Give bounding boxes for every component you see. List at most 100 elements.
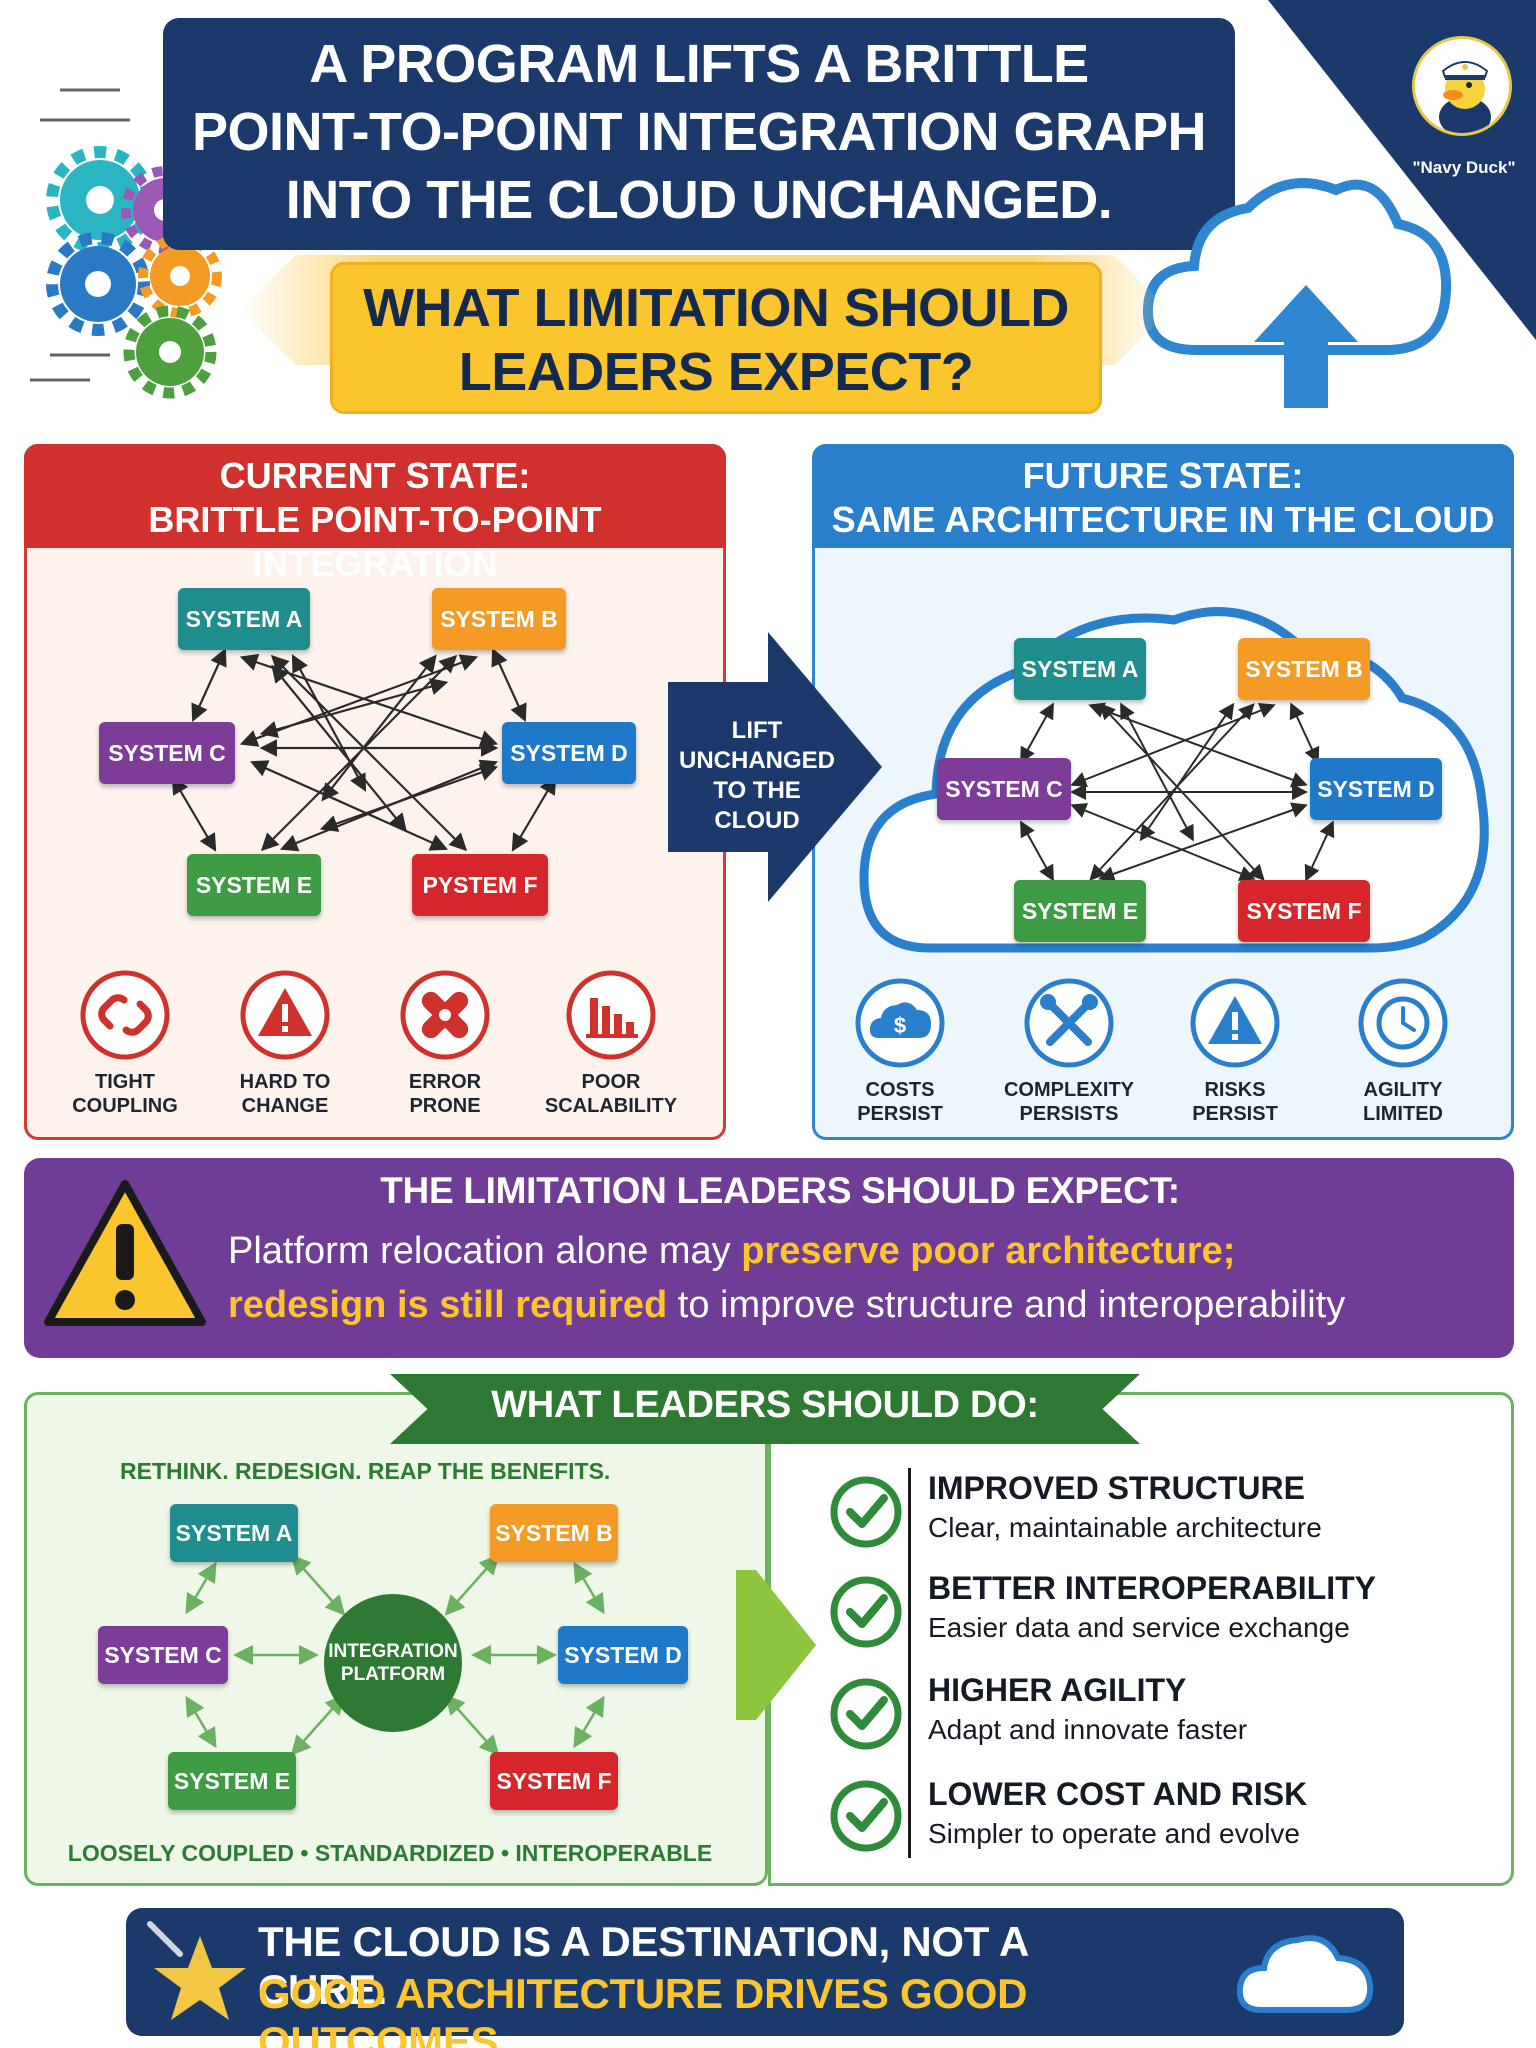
- title-line: FUTURE STATE:: [1022, 455, 1304, 496]
- title-line: BRITTLE POINT-TO-POINT INTEGRATION: [148, 499, 602, 584]
- label-line: POOR: [581, 1071, 641, 1093]
- check-circle-icon: [830, 1678, 902, 1750]
- future-system-a: SYSTEM A: [1014, 638, 1146, 700]
- question-line: LEADERS EXPECT?: [458, 342, 974, 402]
- label-line: PERSISTS: [1019, 1103, 1119, 1125]
- bar-chart-icon: [566, 970, 656, 1060]
- title-box: [163, 18, 1235, 250]
- benefit-description: Adapt and innovate faster: [928, 1714, 1248, 1745]
- label-line: TO THE CLOUD: [713, 777, 801, 834]
- statement-highlight: redesign is still required: [228, 1284, 668, 1326]
- benefit-title: IMPROVED STRUCTURE: [928, 1470, 1305, 1506]
- redesign-system-a: SYSTEM A: [170, 1504, 298, 1562]
- statement-text: Platform relocation alone may: [228, 1230, 742, 1272]
- benefit-title: HIGHER AGILITY: [928, 1672, 1187, 1708]
- issue-label: POOR SCALABILITY: [536, 1070, 686, 1118]
- title-line: A PROGRAM LIFTS A BRITTLE: [309, 34, 1089, 94]
- current-system-e: SYSTEM E: [187, 854, 321, 916]
- label-line: COSTS: [865, 1079, 935, 1101]
- lift-label: LIFT UNCHANGED TO THE CLOUD: [668, 716, 846, 836]
- current-system-b: SYSTEM B: [432, 588, 566, 650]
- current-state-title: CURRENT STATE: BRITTLE POINT-TO-POINT IN…: [24, 454, 726, 586]
- current-state-header: [24, 444, 726, 548]
- benefit-description: Simpler to operate and evolve: [928, 1818, 1300, 1849]
- statement-highlight: preserve poor architecture;: [741, 1230, 1236, 1272]
- outcome-label: COSTS PERSIST: [825, 1078, 975, 1126]
- duck-icon: [1439, 61, 1491, 133]
- label-line: RISKS: [1204, 1079, 1266, 1101]
- label-line: TIGHT: [95, 1071, 155, 1093]
- statement-text: to improve structure and interoperabilit…: [667, 1284, 1346, 1326]
- lift-arrow-icon: [668, 632, 882, 902]
- label-line: PERSIST: [857, 1103, 943, 1125]
- check-circle-icon: [830, 1476, 902, 1548]
- outcome-label: RISKS PERSIST: [1160, 1078, 1310, 1126]
- benefit-description: Clear, maintainable architecture: [928, 1512, 1322, 1543]
- future-cloud-diagram: [859, 607, 1489, 953]
- title-line: INTO THE CLOUD UNCHANGED.: [285, 170, 1113, 230]
- bandage-icon: [400, 970, 490, 1060]
- page-title: A PROGRAM LIFTS A BRITTLE POINT-TO-POINT…: [163, 30, 1235, 234]
- issue-label: ERROR PRONE: [370, 1070, 520, 1118]
- redesign-system-e: SYSTEM E: [168, 1752, 296, 1810]
- cloud-upload-icon: [1142, 178, 1452, 408]
- footer-banner: [126, 1908, 1404, 2036]
- title-line: POINT-TO-POINT INTEGRATION GRAPH: [191, 102, 1207, 162]
- benefit-title: BETTER INTEROPERABILITY: [928, 1570, 1377, 1606]
- limitation-statement: Platform relocation alone may preserve p…: [228, 1224, 1508, 1332]
- question-box: [330, 262, 1102, 414]
- future-system-e: SYSTEM E: [1014, 880, 1146, 942]
- redesign-system-d: SYSTEM D: [558, 1626, 688, 1684]
- warning-icon: [240, 970, 330, 1060]
- broken-link-icon: [80, 970, 170, 1060]
- limitation-box: [24, 1158, 1514, 1358]
- current-system-d: SYSTEM D: [502, 722, 636, 784]
- question-heading: WHAT LIMITATION SHOULD LEADERS EXPECT?: [330, 276, 1102, 404]
- redesign-system-b: SYSTEM B: [490, 1504, 618, 1562]
- issue-label: TIGHT COUPLING: [50, 1070, 200, 1118]
- redesign-system-f: SYSTEM F: [490, 1752, 618, 1810]
- label-line: AGILITY: [1363, 1079, 1443, 1101]
- warning-icon: [44, 1180, 206, 1326]
- mascot-avatar: [1412, 36, 1512, 136]
- benefit-title: LOWER COST AND RISK: [928, 1776, 1308, 1812]
- title-line: CURRENT STATE:: [219, 455, 531, 496]
- current-system-a: SYSTEM A: [178, 588, 310, 650]
- warning-icon: [1190, 978, 1280, 1068]
- label-line: UNCHANGED: [679, 747, 835, 774]
- future-system-f: SYSTEM F: [1238, 880, 1370, 942]
- title-line: SAME ARCHITECTURE IN THE CLOUD: [831, 499, 1495, 540]
- gear-icon: [123, 305, 217, 399]
- hub-connections: [185, 1554, 605, 1756]
- label-line: COMPLEXITY: [1003, 1079, 1134, 1101]
- hub-line: PLATFORM: [340, 1664, 446, 1685]
- label-line: LIMITED: [1363, 1103, 1443, 1125]
- svg-text:$: $: [894, 1013, 906, 1038]
- label-line: LIFT: [731, 717, 783, 744]
- footer-line: THE CLOUD IS A DESTINATION, NOT A CURE.: [258, 1918, 1028, 2013]
- mascot-label: "Navy Duck": [1412, 158, 1516, 177]
- future-system-c: SYSTEM C: [937, 758, 1071, 820]
- label-line: HARD TO: [239, 1071, 331, 1093]
- label-line: ERROR: [408, 1071, 482, 1093]
- label-line: PRONE: [409, 1095, 481, 1117]
- gear-icon: [138, 234, 222, 318]
- cloud-dollar-icon: $: [855, 978, 945, 1068]
- label-line: PERSIST: [1192, 1103, 1278, 1125]
- recommendation-banner: [390, 1374, 1140, 1444]
- gear-icon: [46, 232, 150, 336]
- tools-icon: [1024, 978, 1114, 1068]
- redesign-system-c: SYSTEM C: [98, 1626, 228, 1684]
- outcome-label: AGILITY LIMITED: [1328, 1078, 1478, 1126]
- divider: [908, 1468, 911, 1858]
- future-system-b: SYSTEM B: [1238, 638, 1370, 700]
- limitation-heading: THE LIMITATION LEADERS SHOULD EXPECT:: [380, 1170, 1180, 1211]
- future-state-header: [812, 444, 1514, 548]
- current-system-c: SYSTEM C: [99, 722, 235, 784]
- benefit-description: Easier data and service exchange: [928, 1612, 1350, 1643]
- check-circle-icon: [830, 1576, 902, 1648]
- label-line: CHANGE: [241, 1095, 329, 1117]
- recommendation-heading: WHAT LEADERS SHOULD DO:: [491, 1384, 1039, 1426]
- integration-platform-hub: INTEGRATION PLATFORM: [324, 1594, 462, 1732]
- footer-line: GOOD ARCHITECTURE DRIVES GOOD OUTCOMES.: [258, 1970, 1028, 2048]
